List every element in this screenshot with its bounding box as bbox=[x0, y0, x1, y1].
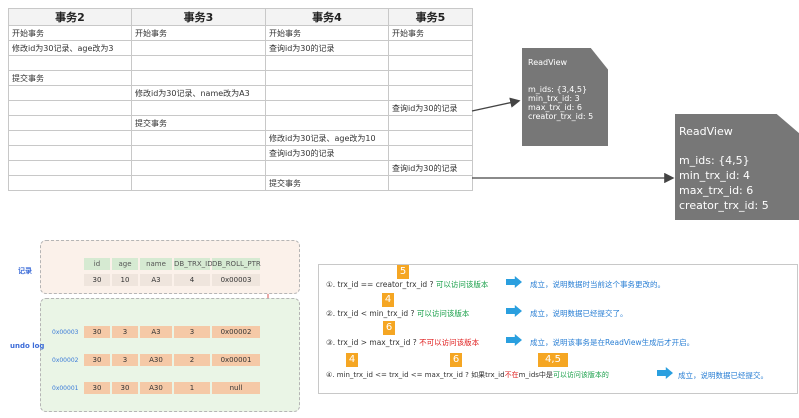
record-cell: 4 bbox=[174, 274, 210, 286]
arrow-right-icon bbox=[506, 305, 522, 317]
value-tag: 6 bbox=[450, 353, 462, 367]
record-header-name: name bbox=[140, 258, 172, 270]
value-tag: 5 bbox=[397, 265, 409, 279]
column-header: 事务4 bbox=[265, 8, 389, 26]
rule-number: ②. bbox=[326, 309, 338, 318]
table-cell bbox=[388, 175, 473, 191]
visibility-rules-box bbox=[318, 264, 798, 394]
readview-note-1: ReadView m_ids: {3,4,5} min_trx_id: 3 ma… bbox=[522, 48, 608, 146]
table-row bbox=[8, 55, 473, 71]
rule-result: 成立，说明数据已经提交了。 bbox=[530, 309, 628, 318]
record-cell: 10 bbox=[112, 274, 138, 286]
readview-field: creator_trx_id: 5 bbox=[679, 199, 769, 212]
rule-number: ①. bbox=[326, 280, 338, 289]
undo-address: 0x00002 bbox=[52, 357, 79, 364]
value-tag: 4 bbox=[382, 293, 394, 307]
table-row: 提交事务 bbox=[8, 115, 473, 131]
rule-result: 成立，说明数据已经提交。 bbox=[678, 371, 768, 380]
rule-verdict: 不可以访问该版本 bbox=[419, 338, 480, 347]
undo-cell: 1 bbox=[174, 382, 210, 394]
value-tag: 6 bbox=[383, 321, 395, 335]
undo-cell: 30 bbox=[112, 382, 138, 394]
table-row: 修改id为30记录、name改为A3 bbox=[8, 85, 473, 101]
table-row: 提交事务 bbox=[8, 175, 473, 191]
value-tag: 4,5 bbox=[538, 353, 568, 367]
column-header: 事务2 bbox=[8, 8, 132, 26]
readview-title: ReadView bbox=[679, 125, 733, 138]
undo-cell: 3 bbox=[112, 354, 138, 366]
rule-result: 成立，说明该事务是在ReadView生成后才开启。 bbox=[530, 338, 695, 347]
undo-cell: 30 bbox=[84, 382, 110, 394]
undo-address: 0x00001 bbox=[52, 385, 79, 392]
rule-condition: trx_id < min_trx_id ? bbox=[337, 309, 415, 318]
readview-title: ReadView bbox=[528, 58, 568, 67]
column-header: 事务3 bbox=[131, 8, 266, 26]
readview-field: max_trx_id: 6 bbox=[679, 184, 754, 197]
rule-3: ③. trx_id > max_trx_id ? 不可以访问该版本 bbox=[326, 337, 479, 348]
readview-field: m_ids: {4,5} bbox=[679, 154, 750, 167]
arrow-right-icon bbox=[506, 276, 522, 288]
undo-address: 0x00003 bbox=[52, 329, 79, 336]
undo-cell: 3 bbox=[174, 326, 210, 338]
record-label: 记录 bbox=[18, 267, 32, 275]
table-row: 查询id为30的记录 bbox=[8, 160, 473, 176]
rule-negation: 不在 bbox=[504, 371, 519, 379]
value-tag: 4 bbox=[346, 353, 358, 367]
undo-cell: 30 bbox=[84, 354, 110, 366]
record-header-roll-ptr: DB_ROLL_PTR bbox=[212, 258, 261, 270]
undo-cell: A30 bbox=[140, 382, 172, 394]
record-header-trx-id: DB_TRX_ID bbox=[174, 258, 213, 270]
record-header-id: id bbox=[84, 258, 110, 270]
arrow-right-icon bbox=[506, 334, 522, 346]
rule-number: ④. bbox=[326, 371, 337, 379]
record-cell: A3 bbox=[140, 274, 172, 286]
readview-field: m_ids: {3,4,5} bbox=[528, 85, 588, 94]
rule-condition: min_trx_id <= trx_id <= max_trx_id ? 如果t… bbox=[336, 371, 505, 379]
table-row: 提交事务 bbox=[8, 70, 473, 86]
undo-cell: A3 bbox=[140, 326, 172, 338]
table-header-row: 事务2 事务3 事务4 事务5 bbox=[8, 8, 473, 26]
rule-result: 成立，说明数据时当前这个事务更改的。 bbox=[530, 280, 665, 289]
readview-field: min_trx_id: 4 bbox=[679, 169, 751, 182]
undo-cell: 0x00002 bbox=[212, 326, 260, 338]
undo-cell: 3 bbox=[112, 326, 138, 338]
arrow-right-icon bbox=[657, 367, 673, 379]
undo-cell: 30 bbox=[84, 326, 110, 338]
arrow-to-readview-1 bbox=[471, 97, 521, 112]
rule-verdict: 可以访问该版本 bbox=[435, 280, 489, 289]
rule-verdict: 可以访问该版本的 bbox=[552, 371, 609, 379]
readview-note-2: ReadView m_ids: {4,5} min_trx_id: 4 max_… bbox=[675, 114, 799, 220]
undo-cell: null bbox=[212, 382, 260, 394]
undo-cell: 0x00001 bbox=[212, 354, 260, 366]
rule-condition: trx_id > max_trx_id ? bbox=[337, 338, 417, 347]
record-cell: 0x00003 bbox=[212, 274, 260, 286]
rule-1: ①. trx_id == creator_trx_id ? 可以访问该版本 bbox=[326, 279, 488, 290]
undo-cell: A30 bbox=[140, 354, 172, 366]
undo-log-label: undo log bbox=[10, 342, 45, 350]
rule-verdict: 可以访问该版本 bbox=[416, 309, 470, 318]
rule-4: ④. min_trx_id <= trx_id <= max_trx_id ? … bbox=[326, 370, 609, 380]
readview-field: min_trx_id: 3 bbox=[528, 94, 580, 103]
table-row: 查询id为30的记录 bbox=[8, 145, 473, 161]
rule-2: ②. trx_id < min_trx_id ? 可以访问该版本 bbox=[326, 308, 469, 319]
undo-cell: 2 bbox=[174, 354, 210, 366]
rule-number: ③. bbox=[326, 338, 338, 347]
transaction-table: 事务2 事务3 事务4 事务5 开始事务开始事务开始事务开始事务修改id为30记… bbox=[8, 8, 473, 191]
readview-field: creator_trx_id: 5 bbox=[528, 112, 594, 121]
rule-condition: trx_id == creator_trx_id ? bbox=[337, 280, 434, 289]
record-header-age: age bbox=[112, 258, 138, 270]
readview-field: max_trx_id: 6 bbox=[528, 103, 583, 112]
record-cell: 30 bbox=[84, 274, 110, 286]
rule-condition: m_ids中是 bbox=[518, 371, 553, 379]
